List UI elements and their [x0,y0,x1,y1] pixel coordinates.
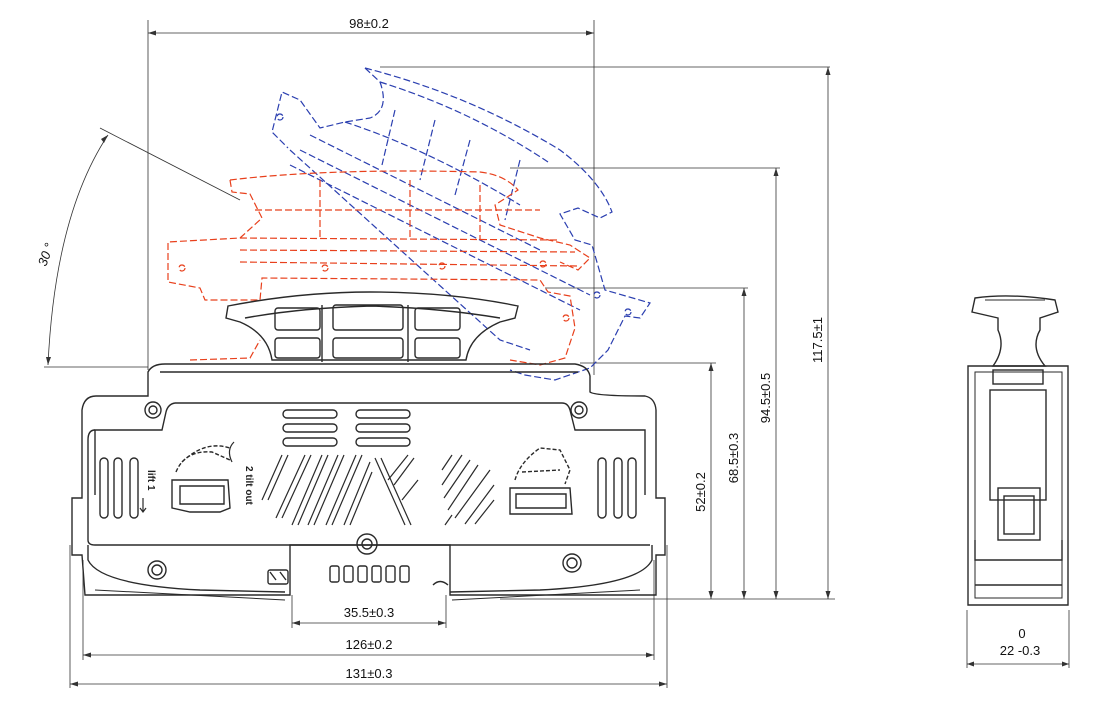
instruction-tilt: 2 tilt out [243,466,254,506]
vent-grille [261,454,495,526]
fuse-holder-body [71,363,666,601]
side-view [967,295,1069,606]
release-lever [225,291,519,362]
dim-inner-width: 126±0.2 [346,637,393,652]
tilt-pictogram-left [139,441,235,513]
dim-height-total: 117.5±1 [810,317,825,363]
tilted-position-blue [271,67,651,381]
dimension-lines [44,20,1070,688]
dim-clip-width: 35.5±0.3 [344,605,395,620]
intermediate-position-red [167,170,591,366]
tilt-pictogram-right [509,447,573,515]
dim-top-width: 98±0.2 [349,16,389,31]
dim-overall-width: 131±0.3 [346,666,393,681]
dim-tilt-angle: 30 ° [35,241,57,268]
dim-side-width: 22 -0.3 [1000,643,1040,658]
dim-height-body: 52±0.2 [693,472,708,512]
instruction-lift: lift 1 [145,470,156,491]
dim-side-tol: 0 [1018,626,1025,641]
arrowheads [46,30,1069,687]
dim-height-blue: 94.5±0.5 [758,373,773,424]
dim-height-red: 68.5±0.3 [726,433,741,484]
